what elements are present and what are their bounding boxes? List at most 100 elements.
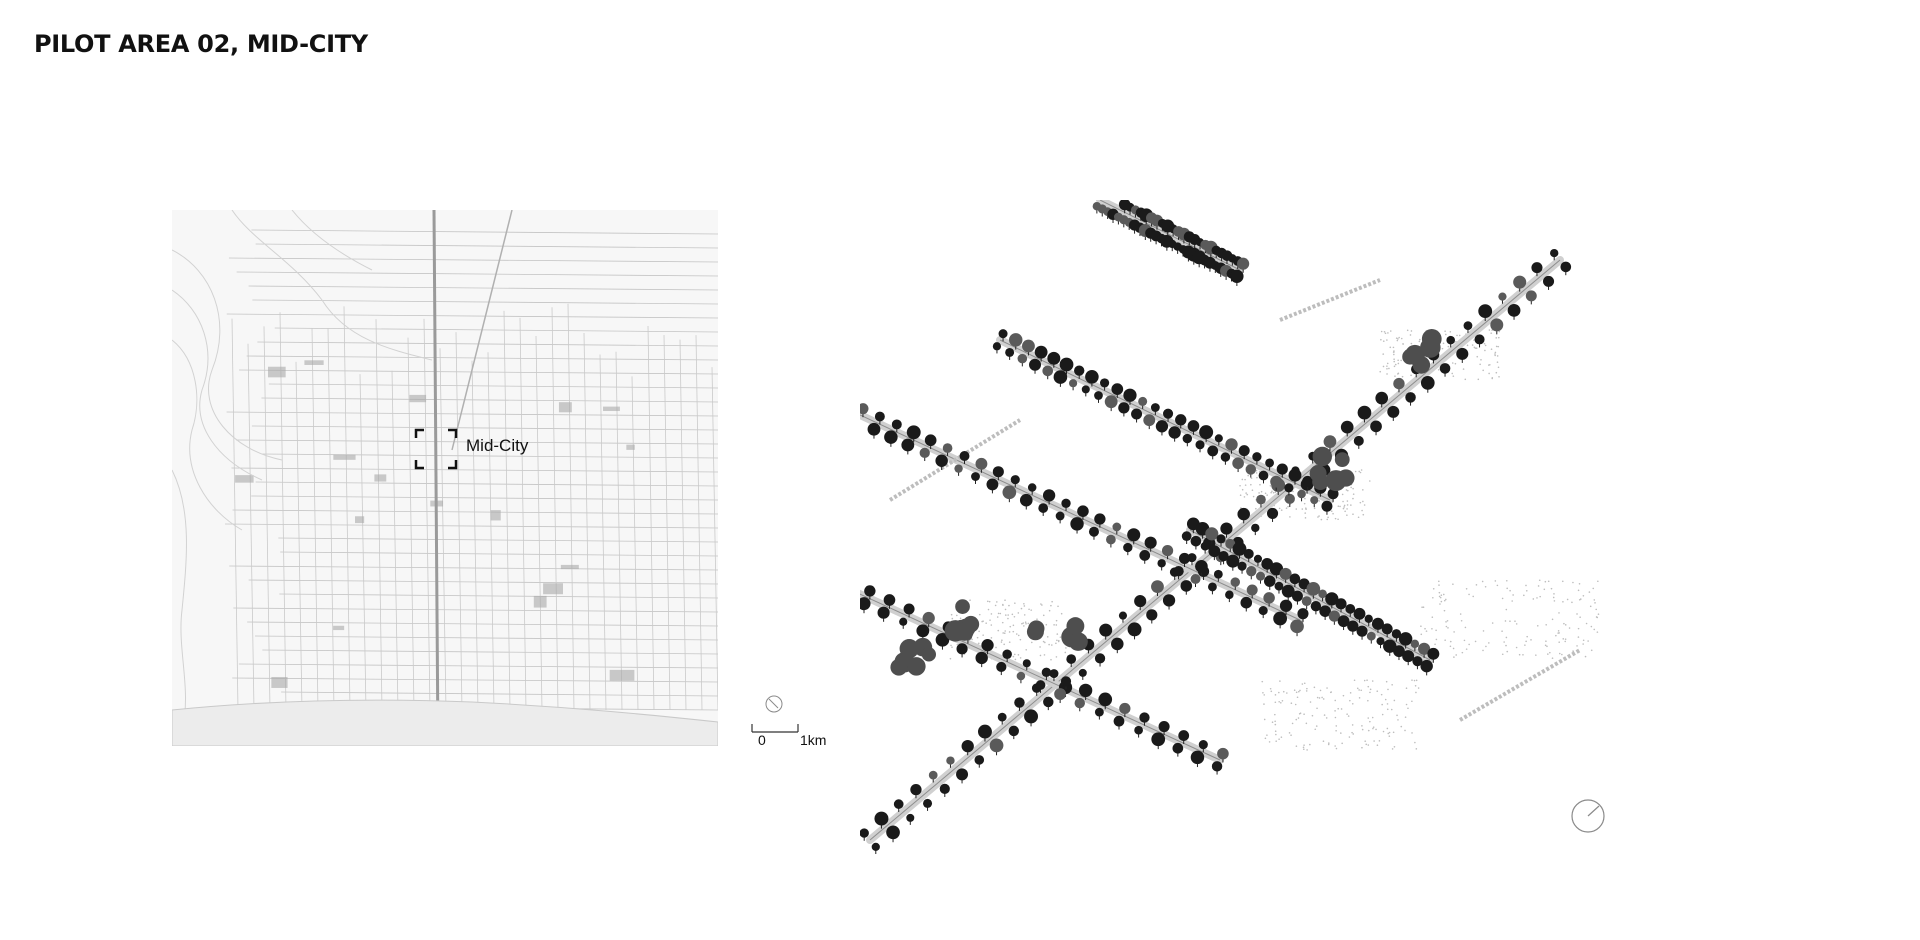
map-street-ns — [423, 318, 431, 711]
block-speckle — [1304, 517, 1307, 519]
block-speckle — [1294, 703, 1297, 706]
block-speckle — [1445, 621, 1447, 623]
block-speckle — [1536, 624, 1539, 627]
block-speckle — [1311, 714, 1314, 717]
map-street-ew — [229, 565, 718, 571]
block-speckle — [1002, 604, 1004, 606]
block-speckle — [1396, 339, 1399, 342]
north-arrow-icon — [1568, 796, 1608, 836]
block-speckle — [1382, 730, 1385, 733]
block-speckle — [1012, 624, 1015, 627]
block-speckle — [1381, 713, 1384, 716]
map-building-block — [603, 406, 620, 412]
map-street-ew — [226, 313, 718, 319]
block-speckle — [1435, 629, 1437, 632]
block-speckle — [1022, 622, 1025, 624]
block-speckle — [1345, 489, 1348, 491]
block-speckle — [1295, 718, 1298, 721]
block-speckle — [1384, 332, 1387, 335]
block-speckle — [1503, 641, 1505, 643]
block-speckle — [1488, 329, 1491, 331]
block-speckle — [1002, 632, 1004, 634]
block-speckle — [1409, 334, 1412, 336]
tree-canopy — [1298, 578, 1310, 590]
tree-canopy — [1195, 560, 1208, 573]
block-speckle — [1295, 508, 1298, 510]
location-map[interactable] — [172, 210, 718, 746]
block-speckle — [1495, 345, 1498, 348]
tree-canopy — [1289, 573, 1301, 585]
map-street-ns — [487, 352, 495, 711]
block-speckle — [1332, 512, 1334, 515]
tree-canopy — [1047, 351, 1061, 365]
map-building-block — [235, 475, 254, 483]
tree-canopy — [1157, 559, 1166, 568]
tree-canopy — [1027, 483, 1037, 492]
block-speckle — [1485, 645, 1487, 648]
tree-canopy — [1301, 596, 1312, 607]
block-speckle — [1367, 685, 1370, 688]
tree-canopy — [860, 403, 869, 415]
block-speckle — [1375, 728, 1377, 731]
map-street-ns — [327, 327, 335, 711]
scale-bar — [748, 690, 838, 750]
block-speckle — [1003, 632, 1006, 635]
block-speckle — [1286, 692, 1288, 694]
tree-canopy — [1291, 590, 1303, 602]
block-speckle — [1051, 644, 1053, 646]
tree-canopy — [1077, 505, 1089, 517]
block-speckle — [1402, 343, 1404, 345]
block-speckle — [1250, 483, 1252, 486]
block-speckle — [1361, 725, 1363, 727]
block-speckle — [1522, 654, 1524, 656]
block-speckle — [1287, 505, 1289, 508]
tree-canopy — [893, 799, 904, 809]
tree-canopy — [886, 825, 900, 840]
tree-canopy — [864, 585, 876, 597]
map-street-ns — [503, 310, 511, 711]
axonometric-view[interactable] — [860, 200, 1800, 900]
map-street-ew — [226, 411, 718, 417]
tree-canopy — [860, 828, 869, 838]
sidewalk-band — [1279, 278, 1381, 322]
block-speckle — [1050, 604, 1052, 607]
block-speckle — [1264, 737, 1267, 740]
block-speckle — [1369, 688, 1372, 691]
block-speckle — [997, 612, 1000, 615]
block-speckle — [1456, 334, 1458, 337]
tree-canopy — [1094, 707, 1104, 717]
tree-canopy — [1150, 403, 1160, 412]
block-speckle — [1278, 691, 1280, 694]
block-speckle — [1272, 491, 1275, 494]
block-speckle — [1017, 654, 1020, 656]
block-speckle — [1447, 627, 1449, 629]
block-speckle — [1246, 493, 1249, 496]
block-speckle — [1553, 600, 1556, 602]
block-speckle — [1390, 708, 1393, 711]
block-speckle — [1270, 690, 1273, 693]
tree-canopy — [919, 447, 930, 459]
block-speckle — [1372, 726, 1375, 728]
block-speckle — [1330, 510, 1333, 512]
block-speckle — [1434, 643, 1436, 646]
tree-canopy — [1175, 414, 1187, 426]
block-speckle — [1420, 625, 1422, 628]
block-speckle — [1326, 687, 1328, 689]
tree-canopy — [992, 342, 1002, 351]
block-speckle — [1452, 583, 1454, 585]
tree-canopy — [1446, 335, 1456, 345]
block-speckle — [1371, 716, 1374, 719]
map-street-ew — [247, 621, 718, 627]
block-speckle — [1280, 509, 1283, 511]
tree-canopy — [1347, 620, 1359, 632]
block-speckle — [1376, 744, 1379, 747]
block-speckle — [1368, 480, 1371, 482]
tree-canopy — [871, 842, 880, 852]
tree-canopy — [1010, 475, 1020, 485]
map-street-ew — [231, 467, 718, 473]
tree-canopy — [1151, 580, 1164, 594]
block-speckle — [1023, 602, 1025, 605]
street-edge — [1099, 200, 1241, 271]
block-speckle — [1361, 509, 1363, 512]
block-speckle — [1303, 682, 1306, 685]
